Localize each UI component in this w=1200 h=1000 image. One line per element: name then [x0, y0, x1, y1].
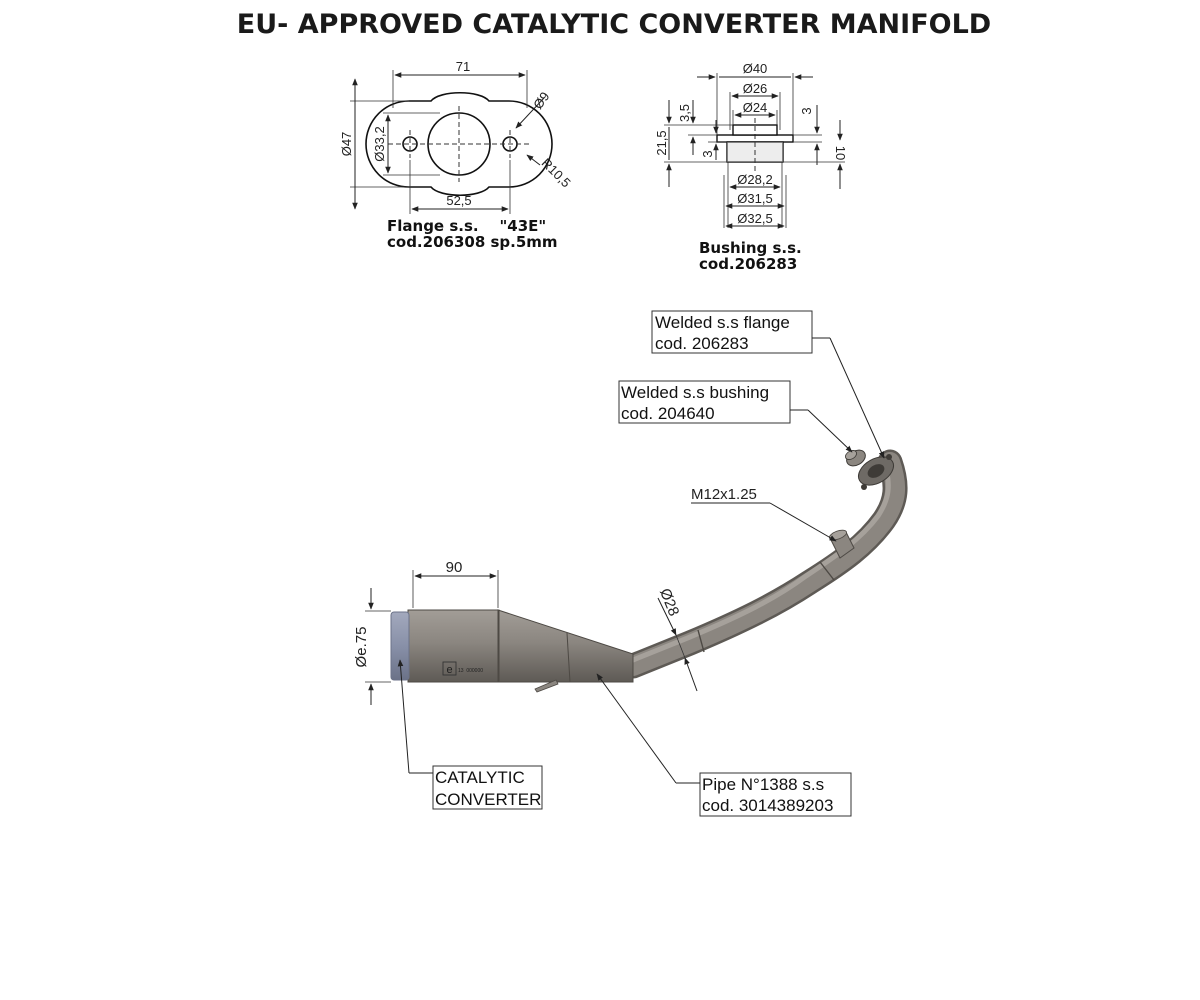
catalytic-converter-inlet	[390, 611, 410, 681]
flange-radius-dim: R10,5	[539, 155, 574, 190]
callout-flange-line1: Welded s.s flange	[655, 313, 790, 332]
bushing-drawing: Ø40 Ø26 Ø24 Ø28,2 Ø31,5 Ø32,5 21,5 3,5	[654, 61, 848, 273]
callout-pipe-box	[699, 772, 852, 817]
drawing-title: EU- APPROVED CATALYTIC CONVERTER MANIFOL…	[237, 9, 991, 40]
bushing-10-dim: 10	[833, 146, 848, 160]
flange-bore-dim: Ø33,2	[372, 126, 387, 161]
callout-flange-box	[651, 310, 813, 354]
flange-width-dim: 71	[456, 59, 470, 74]
converter-length-dim: 90	[446, 559, 463, 576]
manifold-pipe-dark	[620, 449, 908, 679]
manifold-assembly: e 13 000000 90 Øe.75	[353, 310, 908, 817]
callout-catalytic-box	[432, 765, 543, 810]
bushing-height-dim: 21,5	[654, 130, 669, 155]
converter-diameter-dim: Øe.75	[353, 627, 370, 668]
callout-bushing-line2: cod. 204640	[621, 404, 715, 423]
callout-catalytic-line1: CATALYTIC	[435, 768, 525, 787]
flange-caption-line2: cod.206308 sp.5mm	[387, 233, 558, 251]
e-mark: e	[446, 664, 452, 676]
callout-pipe-line2: cod. 3014389203	[702, 796, 833, 815]
callout-bushing-box	[618, 380, 791, 424]
bushing-caption-line1: Bushing s.s.	[699, 239, 802, 257]
flange-outline	[365, 92, 553, 196]
flange-drawing: 71 52,5 Ø47 Ø33,2 Ø9 R10,5 Flange s.s. "…	[339, 59, 574, 251]
callout-flange-line2: cod. 206283	[655, 334, 749, 353]
mounting-tab	[534, 679, 559, 693]
flange-height-dim: Ø47	[339, 132, 354, 157]
outlet-bushing	[845, 449, 866, 467]
bushing-d40-dim: Ø40	[743, 61, 768, 76]
callout-bushing-line1: Welded s.s bushing	[621, 383, 769, 402]
bushing-d28-2-dim: Ø28,2	[737, 172, 772, 187]
bushing-3-right-dim: 3	[799, 107, 814, 114]
catalytic-cone	[497, 609, 634, 683]
bushing-d32-5-dim: Ø32,5	[737, 211, 772, 226]
catalytic-converter-body	[407, 609, 500, 683]
callout-pipe-line1: Pipe N°1388 s.s	[702, 775, 824, 794]
e-mark-badge	[442, 661, 457, 676]
bushing-d31-5-dim: Ø31,5	[737, 191, 772, 206]
bushing-caption-line2: cod.206283	[699, 255, 797, 273]
bushing-d24-dim: Ø24	[743, 100, 768, 115]
manifold-pipe	[623, 452, 906, 676]
outlet-flange	[857, 454, 895, 490]
flange-hole-spacing-dim: 52,5	[446, 193, 471, 208]
bushing-d26-dim: Ø26	[743, 81, 768, 96]
thread-label: M12x1.25	[691, 486, 757, 503]
bushing-3-left-dim: 3	[700, 150, 715, 157]
e-mark-code: 13 000000	[458, 668, 483, 674]
bushing-3-5-dim: 3,5	[677, 104, 692, 122]
flange-caption-line1: Flange s.s. "43E"	[387, 217, 546, 235]
callout-catalytic-line2: CONVERTER	[435, 790, 541, 809]
